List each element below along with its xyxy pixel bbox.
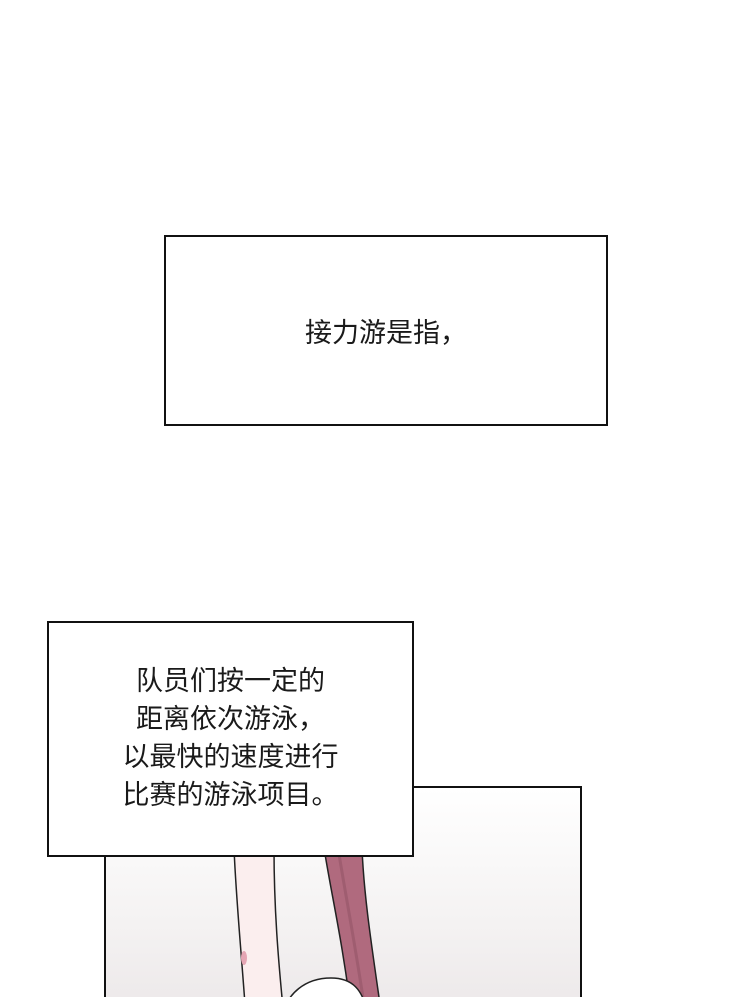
arm-mark — [241, 951, 247, 965]
left-arm — [233, 847, 283, 997]
caption-line: 比赛的游泳项目。 — [122, 780, 339, 811]
caption-line: 以最快的速度进行 — [122, 742, 339, 773]
caption-text: 接力游是指， — [305, 318, 467, 349]
caption-line: 队员们按一定的 — [136, 666, 325, 697]
swimmer-illustration — [233, 847, 380, 997]
caption-box-2: 队员们按一定的 距离依次游泳， 以最快的速度进行 比赛的游泳项目。 — [47, 621, 414, 857]
caption-line: 距离依次游泳， — [136, 704, 325, 735]
right-arm — [323, 847, 380, 997]
caption-box-1: 接力游是指， — [164, 235, 608, 426]
swimsuit — [289, 977, 364, 997]
